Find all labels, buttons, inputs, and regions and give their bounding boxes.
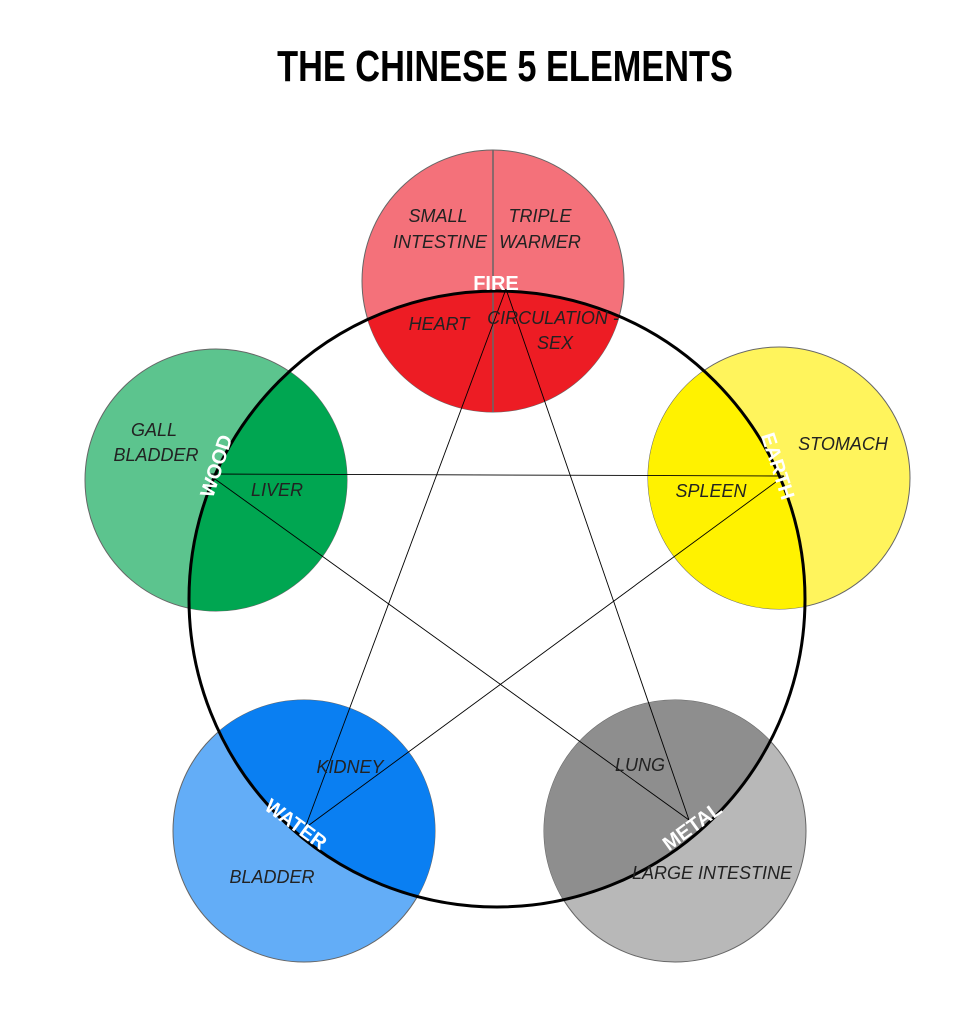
- fire-organ-triple: TRIPLE: [508, 206, 572, 226]
- wood-organ-bladder: BLADDER: [113, 445, 198, 465]
- fire-organ-heart: HEART: [409, 314, 472, 334]
- fire-label: FIRE: [473, 273, 519, 295]
- fire-organ-sex: SEX: [537, 333, 574, 353]
- metal-organ-large-intestine: LARGE INTESTINE: [632, 863, 793, 883]
- fire-organ-circulation: CIRCULATION -: [487, 308, 619, 328]
- metal-organ-lung: LUNG: [615, 755, 665, 775]
- fire-organ-warmer: WARMER: [499, 232, 581, 252]
- wood-organ-liver: LIVER: [251, 480, 303, 500]
- water-organ-kidney: KIDNEY: [316, 757, 385, 777]
- metal-element: [543, 699, 807, 963]
- earth-organ-spleen: SPLEEN: [675, 481, 747, 501]
- controlling-cycle-star: [207, 288, 785, 829]
- fire-organ-intestine: INTESTINE: [393, 232, 488, 252]
- page-title: THE CHINESE 5 ELEMENTS: [277, 42, 733, 91]
- fire-organ-small: SMALL: [408, 206, 467, 226]
- fire-element: [361, 149, 625, 413]
- wood-organ-gall: GALL: [131, 420, 177, 440]
- fire-inner-region: [362, 291, 624, 412]
- earth-organ-stomach: STOMACH: [798, 434, 889, 454]
- generating-cycle-circle: [187, 289, 807, 909]
- water-organ-bladder: BLADDER: [229, 867, 314, 887]
